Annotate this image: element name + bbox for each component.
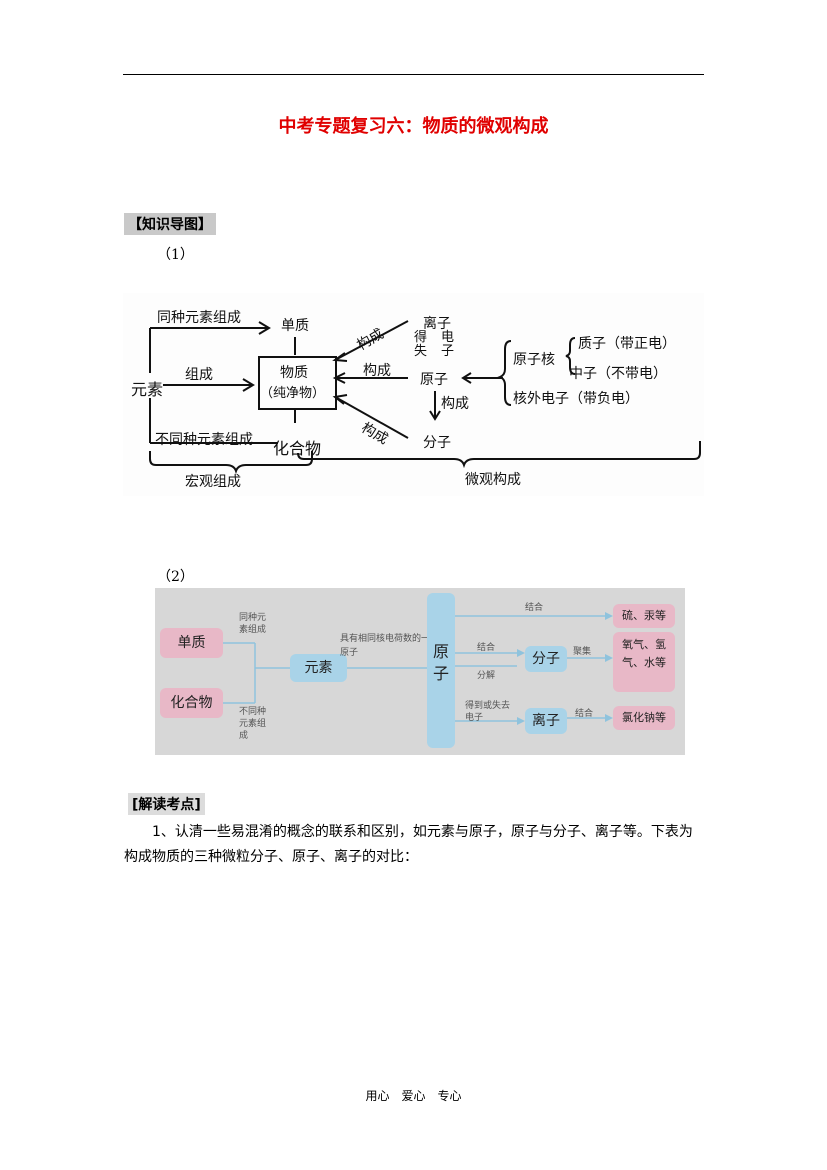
label-atom: 原子: [420, 372, 448, 388]
node-sulfur: 硫、汞等: [613, 604, 675, 628]
matter-box: 物质 （纯净物）: [258, 356, 337, 410]
section-heading-knowledge-map: 【知识导图】: [124, 213, 216, 235]
label-construct-2: 构成: [363, 363, 391, 379]
label-compound: 化合物: [273, 439, 322, 458]
label-neutron: 中子（不带电）: [569, 366, 667, 382]
label-construct-4: 构成: [441, 396, 469, 412]
label-gain-lose: 得到或失去电子: [465, 701, 511, 723]
label-electron: 电子: [441, 330, 455, 359]
label-nucleus: 原子核: [513, 352, 555, 368]
header-rule: [123, 74, 704, 75]
label-combine-bot: 结合: [575, 709, 594, 719]
node-element: 元素: [290, 654, 347, 682]
label-combine-top: 结合: [525, 603, 544, 613]
label-ion: 离子: [423, 316, 451, 332]
label-same-charge: 具有相同核电荷数的一类原子: [340, 634, 440, 658]
label-same-elem: 同种元素组成: [239, 613, 267, 635]
figure-number-2: （2）: [157, 569, 194, 585]
label-proton: 质子（带正电）: [578, 336, 676, 352]
label-single: 单质: [281, 318, 309, 334]
label-combine-mid: 结合: [477, 643, 496, 653]
concept-diagram-2: 单质 化合物 同种元素组成 不同种元素组成 元素 具有相同核电荷数的一类原子 原…: [155, 588, 685, 755]
node-ion: 离子: [525, 708, 567, 734]
concept-diagram-1: 同种元素组成 元素 组成 不同种元素组成 单质 物质 （纯净物） 化合物 宏观组…: [123, 293, 704, 496]
node-molecule: 分子: [525, 646, 567, 672]
label-outer-electron: 核外电子（带负电）: [513, 391, 639, 407]
page-title: 中考专题复习六：物质的微观构成: [278, 116, 549, 137]
label-same-element: 同种元素组成: [157, 310, 241, 326]
label-aggregate: 聚集: [573, 647, 592, 657]
figure-number-1: （1）: [157, 247, 194, 263]
label-compose: 组成: [185, 367, 213, 383]
node-nacl: 氯化钠等: [613, 706, 675, 730]
node-single: 单质: [160, 628, 223, 658]
label-molecule: 分子: [423, 435, 451, 451]
label-decompose: 分解: [477, 671, 496, 681]
diagram-2-lines: [215, 612, 613, 725]
label-matter: 物质: [280, 365, 308, 381]
page-footer: 用心 爱心 专心: [365, 1089, 462, 1103]
label-micro: 微观构成: [465, 472, 521, 488]
node-gases: 氧气、氢气、水等: [613, 632, 675, 692]
label-element: 元素: [131, 380, 164, 399]
node-atom: 原子: [427, 593, 455, 748]
label-pure: （纯净物）: [260, 386, 326, 401]
label-macro: 宏观组成: [185, 474, 241, 490]
section-heading-key-points: [解读考点]: [128, 793, 205, 815]
label-diff-element: 不同种元素组成: [155, 432, 253, 448]
paragraph-1: 1、认清一些易混淆的概念的联系和区别，如元素与原子，原子与分子、离子等。下表为构…: [124, 824, 693, 865]
node-compound: 化合物: [160, 688, 223, 718]
label-diff-elem: 不同种元素组成: [239, 707, 267, 741]
label-gain-lose: 得失: [414, 330, 428, 359]
